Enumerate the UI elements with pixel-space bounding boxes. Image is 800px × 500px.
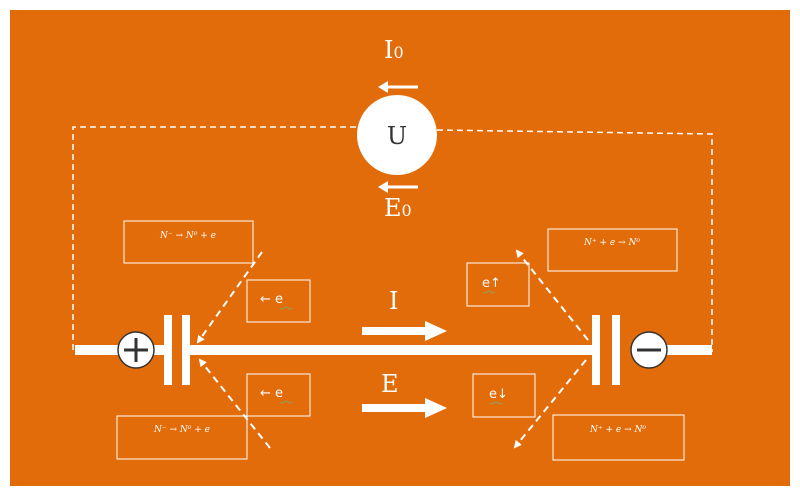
electron-box-left-bottom: ← e: [246, 373, 311, 417]
field-label: E: [381, 370, 399, 398]
svg-text:N⁻ → N⁰ + e: N⁻ → N⁰ + e: [159, 231, 216, 241]
current-label: I: [389, 287, 398, 315]
electron-box-left-top: ← e: [246, 279, 311, 323]
positive-terminal: [117, 331, 155, 369]
left-electrode-plates: [164, 315, 190, 385]
right-electrode-plates: [592, 315, 620, 385]
electron-path-left-bottom: [198, 358, 271, 449]
voltage-source: U: [357, 95, 437, 175]
negative-terminal: [630, 331, 668, 369]
main-line: [75, 345, 712, 355]
reaction-box-left-top: N⁻ → N⁰ + e: [123, 220, 254, 264]
svg-text:← e: ← e: [260, 386, 283, 401]
external-wire: [72, 126, 358, 350]
reaction-box-right-top: N⁺ + e → N⁰: [547, 228, 678, 272]
svg-text:N⁺ + e → N⁰: N⁺ + e → N⁰: [589, 425, 646, 435]
source-field-label: E0: [384, 194, 412, 222]
svg-text:← e: ← e: [260, 292, 283, 307]
field-arrow: [362, 398, 447, 418]
electron-path-right-bottom: [513, 359, 587, 449]
external-wire-right: [436, 129, 713, 352]
electron-box-right-bottom: e↓: [472, 373, 536, 418]
electron-path-right-top: [515, 249, 589, 341]
electron-path-left-top: [196, 251, 263, 344]
source-field-arrow: [378, 181, 418, 193]
svg-text:e↑: e↑: [482, 276, 501, 291]
reaction-box-left-bottom: N⁻ → N⁰ + e: [116, 415, 248, 460]
svg-text:e↓: e↓: [489, 387, 508, 402]
electron-box-right-top: e↑: [466, 262, 530, 307]
source-current-arrow: [378, 81, 418, 93]
current-arrow: [362, 321, 447, 341]
svg-text:N⁺ + e → N⁰: N⁺ + e → N⁰: [583, 238, 640, 248]
reaction-box-right-bottom: N⁺ + e → N⁰: [552, 414, 685, 461]
svg-text:N⁻ → N⁰ + e: N⁻ → N⁰ + e: [153, 425, 210, 435]
source-symbol: U: [387, 122, 407, 150]
source-current-label: I0: [384, 36, 404, 64]
